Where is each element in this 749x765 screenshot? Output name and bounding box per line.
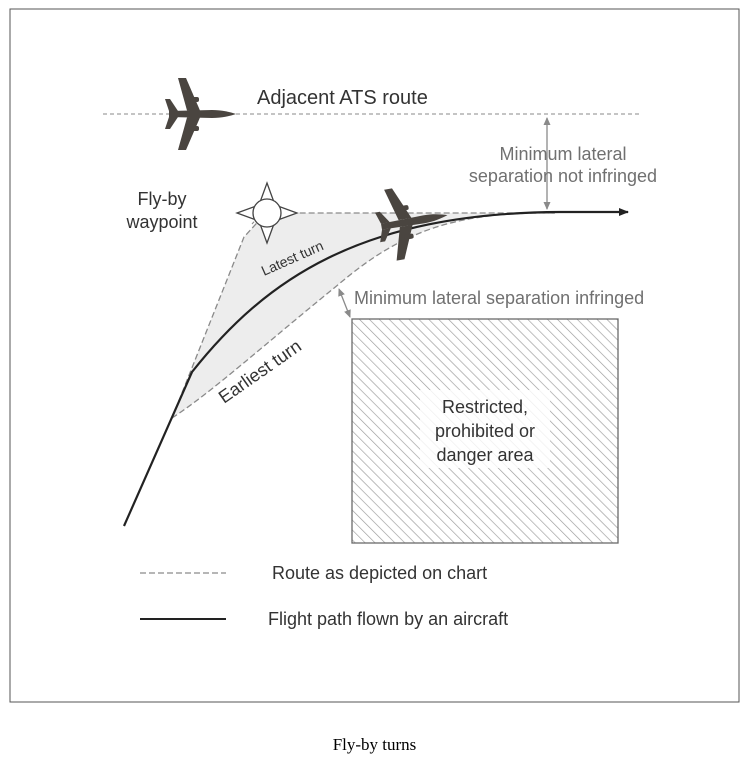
- latest-turn-boundary: [171, 212, 555, 419]
- flyby-waypoint-label-1: Fly-by: [138, 189, 187, 209]
- restricted-area-label-3: danger area: [436, 445, 534, 465]
- restricted-area-label-1: Restricted,: [442, 397, 528, 417]
- sep-not-infringed-label-1: Minimum lateral: [499, 144, 626, 164]
- aircraft-icon-adjacent: [165, 78, 236, 150]
- flight-path: [122, 208, 629, 527]
- flyby-waypoint-label-2: waypoint: [125, 212, 197, 232]
- figure-caption: Fly-by turns: [332, 735, 417, 754]
- legend-flight-path: Flight path flown by an aircraft: [268, 609, 508, 629]
- turn-area: [172, 212, 555, 418]
- diagram-frame: [9, 8, 740, 703]
- restricted-area-label-bg: [420, 390, 550, 468]
- adjacent-route-label: Adjacent ATS route: [257, 87, 428, 109]
- sep-infringed-label: Minimum lateral separation infringed: [354, 288, 644, 308]
- legend-route-depicted: Route as depicted on chart: [272, 563, 487, 583]
- restricted-area-label-2: prohibited or: [435, 421, 535, 441]
- separation-infringed-arrow: [338, 288, 351, 318]
- sep-not-infringed-label-2: separation not infringed: [469, 166, 657, 186]
- flyby-waypoint-icon: [235, 181, 299, 245]
